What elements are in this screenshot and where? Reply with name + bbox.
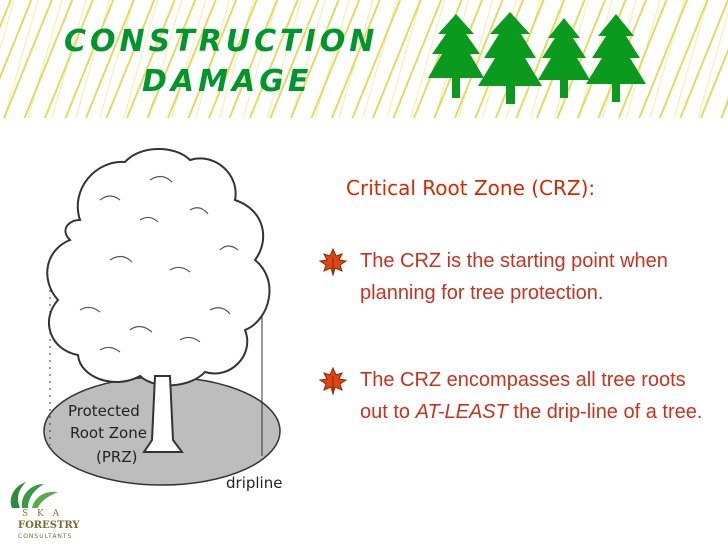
- prz-label-line2: Root Zone: [70, 424, 147, 442]
- prz-label-line1: Protected: [68, 402, 140, 420]
- maple-leaf-bullet-icon: [318, 366, 348, 396]
- logo-letters: S K A: [22, 509, 63, 519]
- bullet-emphasis: AT-LEAST: [415, 401, 508, 423]
- ska-logo-icon: [10, 482, 58, 508]
- title-line-2: DAMAGE: [142, 64, 313, 99]
- pine-trees-icon: [428, 12, 646, 104]
- maple-leaf-bullet-icon: [318, 247, 348, 277]
- tree-canopy: [46, 148, 271, 387]
- tree-illustration: Protected Root Zone (PRZ) dripline: [43, 148, 282, 492]
- dripline-label: dripline: [226, 474, 282, 492]
- bullet-text: The CRZ encompasses all tree roots out t…: [360, 364, 710, 428]
- logo-tagline: CONSULTANTS: [18, 533, 73, 540]
- tree-trunk: [142, 375, 184, 453]
- bullet-text-part: the drip-line of a tree.: [507, 401, 703, 423]
- subtitle: Critical Root Zone (CRZ):: [346, 176, 596, 200]
- canopy-texture: [79, 175, 239, 353]
- bullet-text: The CRZ is the starting point when plann…: [360, 250, 668, 304]
- bullet-text-part: The CRZ encompasses all tree roots out t…: [360, 369, 686, 423]
- prz-label-line3: (PRZ): [96, 448, 137, 466]
- slide-title: CONSTRUCTION DAMAGE: [64, 22, 424, 102]
- title-line-1: CONSTRUCTION: [64, 24, 379, 59]
- logo-name: FORESTRY: [18, 520, 80, 531]
